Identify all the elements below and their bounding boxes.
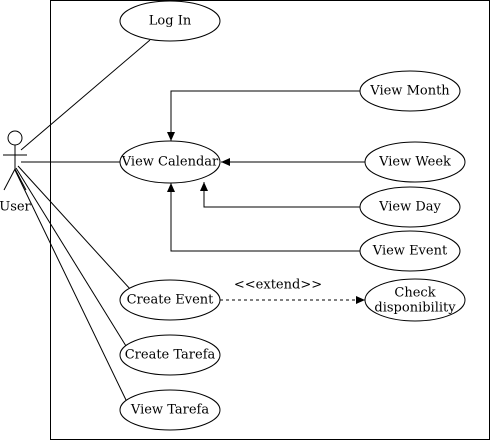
- use-case-view-week[interactable]: View Week: [364, 141, 466, 183]
- use-case-create-tarefa-label: Create Tarefa: [125, 348, 216, 363]
- actor-label: User: [0, 200, 32, 215]
- assoc-log-in: [20, 39, 151, 151]
- use-case-check-disponibility-label-line2: disponibility: [374, 301, 456, 316]
- assoc-create-tarefa: [15, 167, 127, 347]
- actor-left-leg: [3, 168, 16, 191]
- use-case-view-calendar[interactable]: View Calendar: [119, 140, 221, 184]
- use-case-create-tarefa[interactable]: Create Tarefa: [119, 334, 221, 376]
- use-case-check-disponibility-label-line1: Check: [394, 286, 435, 301]
- use-case-create-event-label: Create Event: [127, 293, 215, 308]
- extend-label: <<extend>>: [234, 278, 322, 293]
- system-boundary: [50, 0, 490, 440]
- use-case-check-disponibility[interactable]: Check disponibility: [364, 278, 466, 322]
- use-case-view-tarefa[interactable]: View Tarefa: [119, 389, 221, 431]
- use-case-log-in[interactable]: Log In: [119, 0, 221, 42]
- assoc-view-tarefa: [14, 169, 127, 401]
- use-case-view-month[interactable]: View Month: [359, 70, 461, 112]
- arrow-view-month: [167, 90, 360, 141]
- arrow-view-event: [167, 183, 360, 252]
- use-case-view-week-label: View Week: [378, 155, 451, 170]
- use-case-view-event[interactable]: View Event: [359, 230, 461, 272]
- use-case-create-event[interactable]: Create Event: [119, 279, 221, 321]
- use-case-log-in-label: Log In: [149, 14, 192, 29]
- actor-right-leg: [14, 168, 27, 191]
- use-case-view-day-label: View Day: [378, 200, 441, 215]
- use-case-view-tarefa-label: View Tarefa: [130, 403, 209, 418]
- use-case-view-month-label: View Month: [369, 84, 450, 99]
- assoc-create-event: [17, 165, 132, 291]
- arrow-view-day: [200, 182, 360, 208]
- actor-head: [7, 130, 23, 146]
- actor-user[interactable]: User: [0, 130, 32, 215]
- use-case-view-event-label: View Event: [372, 244, 448, 259]
- use-case-view-day[interactable]: View Day: [359, 186, 461, 228]
- use-case-view-calendar-label: View Calendar: [121, 155, 219, 170]
